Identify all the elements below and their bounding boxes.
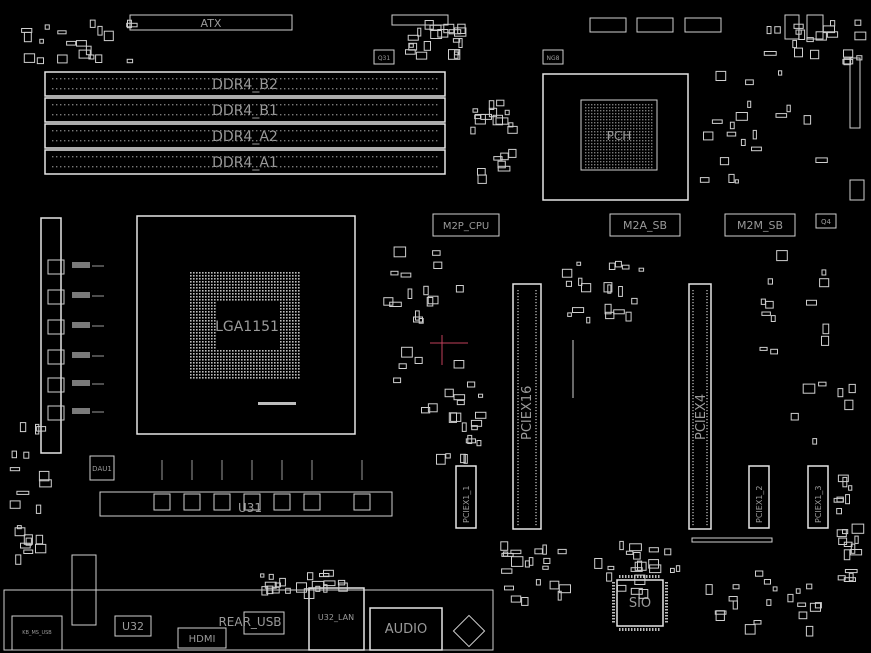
socket-label: LGA1151 xyxy=(215,319,279,335)
u32-label: U32 xyxy=(122,620,144,633)
u32-lan-port: U32_LAN xyxy=(308,587,365,651)
m2m-sb-label: M2M_SB xyxy=(737,219,783,232)
m2a-sb-connector: M2A_SB xyxy=(609,213,681,237)
m2p-cpu-label: M2P_CPU xyxy=(443,221,489,232)
pciex1-2-slot: PCIEX1_2 xyxy=(748,465,770,529)
pciex4-label: PCIEX4 xyxy=(694,394,709,440)
pciex4-slot: PCIEX4 xyxy=(688,283,712,530)
sio-chip: SIO xyxy=(612,575,668,631)
m2a-sb-label: M2A_SB xyxy=(623,219,667,232)
rear-usb-port: REAR_USB xyxy=(218,611,285,635)
q31-label: Q31 xyxy=(378,55,391,62)
sio-label: SIO xyxy=(629,596,651,611)
kb-ms-usb-label: KB_MS_USB xyxy=(22,630,52,636)
pciex1-2-label: PCIEX1_2 xyxy=(755,486,764,523)
u32-port: U32 xyxy=(114,615,152,637)
cpu-socket: LGA1151 xyxy=(136,215,356,435)
ddr4-slot-a1: DDR4_A1 xyxy=(44,149,446,175)
kb-ms-usb-port: KB_MS_USB xyxy=(11,615,63,651)
pciex1-3-slot: PCIEX1_3 xyxy=(807,465,829,529)
pciex1-3-label: PCIEX1_3 xyxy=(814,486,823,523)
pciex1-1-label: PCIEX1_1 xyxy=(462,486,471,523)
dau1-label: DAU1 xyxy=(92,465,112,473)
pciex16-slot: PCIEX16 xyxy=(512,283,542,530)
vrm-bottom-row: U31 xyxy=(99,460,393,517)
probe-marker xyxy=(430,335,468,365)
u31-label: U31 xyxy=(238,501,262,515)
rear-usb-label: REAR_USB xyxy=(218,615,281,629)
m2p-cpu-connector: M2P_CPU xyxy=(432,213,500,237)
u32-lan-label: U32_LAN xyxy=(318,613,354,622)
audio-label: AUDIO xyxy=(385,622,428,637)
atx-connector: ATX xyxy=(129,14,293,31)
pciex1-1-slot: PCIEX1_1 xyxy=(455,465,477,529)
socket-pad-array xyxy=(190,272,300,379)
pch-chip: PCH xyxy=(542,73,689,201)
pciex16-label: PCIEX16 xyxy=(520,386,535,440)
vrm-left-column xyxy=(40,217,104,454)
m2m-sb-connector: M2M_SB xyxy=(724,213,796,237)
hdmi-port: HDMI xyxy=(177,627,227,649)
ddr4-slot-b1: DDR4_B1 xyxy=(44,97,446,123)
ng8-chip: NG8 xyxy=(542,49,564,65)
ddr4-pin-rows xyxy=(52,78,438,168)
hdmi-label: HDMI xyxy=(189,634,216,645)
atx-label: ATX xyxy=(201,17,222,30)
q31-chip: Q31 xyxy=(373,49,395,65)
dau1-chip: DAU1 xyxy=(89,455,115,481)
ddr4-slot-b2: DDR4_B2 xyxy=(44,71,446,97)
ddr4-slot-a2: DDR4_A2 xyxy=(44,123,446,149)
passive-components xyxy=(9,14,867,637)
audio-jack: AUDIO xyxy=(369,607,443,651)
ng8-label: NG8 xyxy=(547,55,560,62)
q4-label: Q4 xyxy=(821,218,832,226)
pch-label: PCH xyxy=(607,129,632,143)
q4-chip: Q4 xyxy=(815,213,837,229)
rear-io-area: KB_MS_USB U32 HDMI REAR_USB U32_LAN AUDI… xyxy=(3,554,494,651)
